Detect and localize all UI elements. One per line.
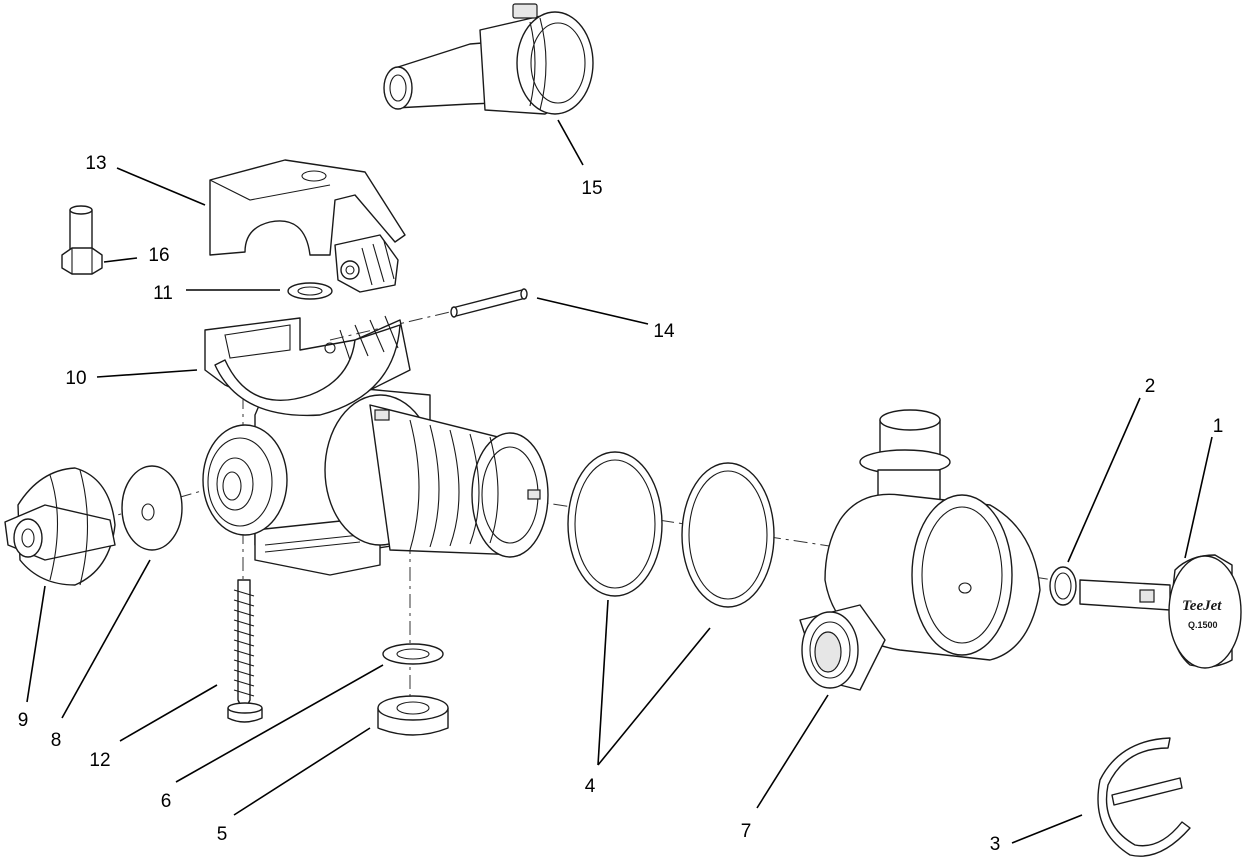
- part-15-hose-barb: [383, 3, 594, 115]
- part-13-clamp-top: [209, 159, 406, 293]
- part-9-knob: [4, 467, 116, 586]
- callout-3: 3: [990, 834, 1001, 855]
- callout-7: 7: [741, 821, 752, 842]
- callout-2: 2: [1145, 376, 1156, 397]
- cap-model-label: Q.1500: [1188, 620, 1218, 630]
- part-11-washer: [287, 282, 333, 300]
- part-14-pin: [450, 288, 528, 318]
- callout-5: 5: [217, 824, 228, 845]
- callout-10: 10: [65, 368, 86, 389]
- part-12-screw: [227, 579, 263, 723]
- part-8-diaphragm: [121, 465, 183, 551]
- part-2-small-oring: [1049, 566, 1077, 606]
- callout-16: 16: [148, 245, 169, 266]
- callout-14: 14: [653, 321, 675, 342]
- cap-brand-label: TeeJet: [1182, 598, 1222, 614]
- part-5-spacer: [377, 695, 449, 736]
- callout-12: 12: [89, 750, 110, 771]
- part-6-washer: [382, 643, 444, 665]
- callout-8: 8: [51, 730, 62, 751]
- callout-1: 1: [1213, 416, 1224, 437]
- part-10-valve-body: [202, 315, 549, 576]
- callout-11: 11: [153, 283, 173, 304]
- part-7-nozzle-body: [799, 409, 1041, 691]
- part-16-bolt: [61, 205, 103, 275]
- leader-lines: [26, 119, 1213, 844]
- callout-15: 15: [581, 178, 602, 199]
- callout-13: 13: [85, 153, 106, 174]
- callout-6: 6: [161, 791, 172, 812]
- callout-numbers: 1 2 3 4 5 6 7 8 9 10 11 12 13 14 15 16: [18, 153, 1224, 855]
- callout-4: 4: [585, 776, 596, 797]
- part-4-orings: [567, 451, 775, 608]
- part-1-nozzle-cap: TeeJet Q.1500: [1079, 554, 1242, 669]
- callout-9: 9: [18, 710, 29, 731]
- part-3-clip: [1097, 737, 1191, 857]
